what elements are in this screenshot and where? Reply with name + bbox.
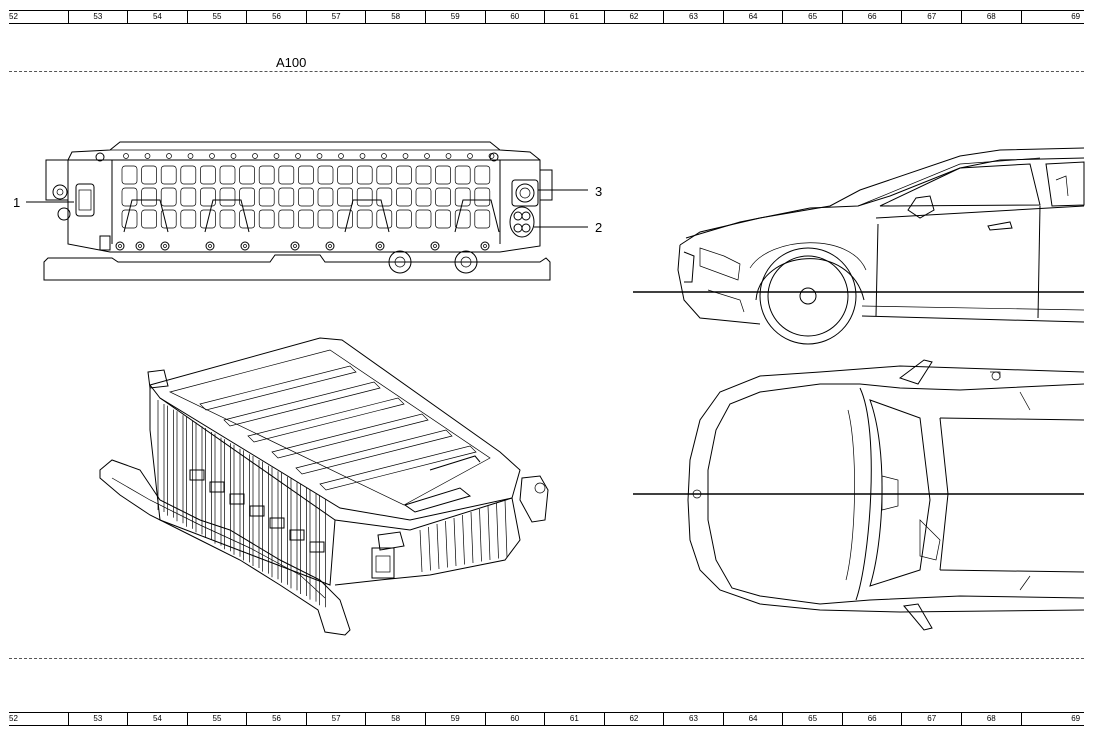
grid-column-number: 63 [663,713,723,725]
battery-isometric-view [99,337,549,636]
grid-column-number: 62 [603,11,664,23]
callout-label-3: 3 [595,184,603,199]
grid-column-number: 54 [127,713,187,725]
grid-column-number: 61 [544,11,604,23]
grid-column-number: 65 [782,713,842,725]
car-top-view [633,359,1085,631]
cell-grid [121,165,500,233]
grid-column-number: 57 [305,713,366,725]
grid-column-number: 55 [186,713,247,725]
grid-column-number: 69 [1020,713,1085,725]
grid-column-number: 53 [67,11,128,23]
grid-column-number: 52 [9,714,18,723]
component-id-label: A100 [276,55,307,70]
grid-column-number: 59 [424,11,485,23]
car-side-view [633,147,1085,345]
grid-column-number: 59 [424,713,485,725]
top-rivets [95,152,499,162]
grid-column-number: 61 [544,713,604,725]
grid-column-number: 63 [663,11,723,23]
grid-column-number: 68 [961,11,1021,23]
grid-column-number: 57 [305,11,366,23]
grid-column-number: 69 [1020,11,1085,23]
grid-column-number: 67 [901,11,961,23]
side-cell-array [157,400,326,608]
connector-3 [511,179,539,207]
grid-column-number: 66 [841,713,902,725]
grid-column-number: 66 [841,11,902,23]
grid-column-number: 60 [484,11,545,23]
connector-2 [509,206,535,238]
grid-column-number: 52 [9,12,18,21]
grid-column-number: 65 [782,11,842,23]
grid-column-number: 54 [127,11,187,23]
grid-column-number: 64 [722,713,783,725]
grid-column-number: 62 [603,713,664,725]
grid-column-number: 58 [365,713,425,725]
frame-line-top [9,71,1084,72]
grid-column-number: 60 [484,713,545,725]
base-bolts [115,241,490,251]
callout-label-2: 2 [595,220,603,235]
grid-column-number: 56 [246,11,306,23]
grid-column-number: 68 [961,713,1021,725]
connector-1 [52,183,95,221]
grid-column-number: 56 [246,713,306,725]
grid-column-number: 67 [901,713,961,725]
lid-ribs [199,365,477,491]
front-cell-array [419,499,508,573]
grid-column-number: 55 [186,11,247,23]
battery-front-view [26,141,588,281]
frame-line-bottom [9,658,1084,659]
callout-label-1: 1 [13,195,21,210]
grid-column-number: 53 [67,713,128,725]
grid-column-number: 64 [722,11,783,23]
grid-column-number: 58 [365,11,425,23]
